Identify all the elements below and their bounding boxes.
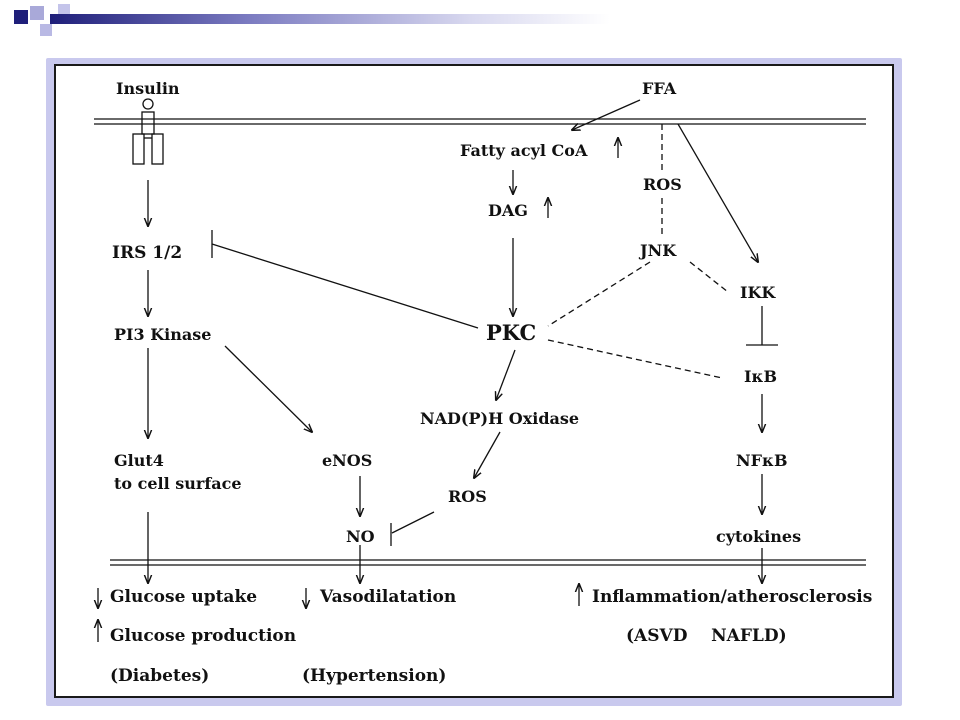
label-glut4: Glut4 [114, 451, 164, 470]
label-ikk: IKK [740, 283, 776, 302]
arrow-nadph-ros [474, 431, 501, 478]
jnk-pkc-dashed [547, 261, 651, 327]
connections [98, 99, 778, 642]
label-pi3-kinase: PI3 Kinase [114, 325, 211, 344]
bottom-membrane [110, 559, 866, 566]
label-no: NO [346, 527, 375, 546]
arrow-ffa-fattyacyl [572, 99, 641, 130]
label-diabetes: (Diabetes) [110, 666, 209, 686]
label-glucose-production: Glucose production [110, 626, 296, 646]
label-ros-top: ROS [643, 175, 682, 194]
label-ikb: IκB [744, 367, 777, 386]
pkc-ikb-dashed [547, 339, 723, 379]
inhibit-pkc-irs [211, 243, 479, 329]
arrow-pkc-nadph [496, 349, 516, 400]
label-insulin: Insulin [116, 79, 180, 98]
corner-square-light-2 [40, 24, 52, 36]
inhibit-ros-no [391, 511, 435, 534]
arrow-ffa-ikk [677, 123, 758, 262]
corner-square-dark [14, 10, 28, 24]
header-gradient-bar [50, 14, 610, 24]
label-enos: eNOS [322, 451, 372, 470]
label-asvd-nafld: (ASVD NAFLD) [626, 626, 787, 646]
label-fatty-acyl-coa: Fatty acyl CoA [460, 141, 588, 160]
label-irs: IRS 1/2 [112, 243, 182, 263]
top-membrane [94, 118, 866, 125]
corner-square-light [30, 6, 44, 20]
label-dag: DAG [488, 201, 528, 220]
label-inflammation: Inflammation/atherosclerosis [592, 587, 872, 607]
label-glut4-surface: to cell surface [114, 474, 242, 493]
label-ros-mid: ROS [448, 487, 487, 506]
label-vasodilatation: Vasodilatation [319, 587, 456, 607]
label-cytokines: cytokines [716, 527, 801, 546]
labels: Insulin FFA Fatty acyl CoA ROS DAG IRS 1… [110, 79, 872, 686]
corner-square-light-3 [58, 4, 70, 16]
figure-panel [54, 64, 894, 698]
label-nadph-oxidase: NAD(P)H Oxidase [420, 409, 579, 428]
insulin-receptor-icon [132, 98, 164, 165]
label-nfkb: NFκB [736, 451, 788, 470]
label-jnk: JNK [638, 241, 677, 260]
jnk-ikk-dashed [689, 261, 729, 293]
label-glucose-uptake: Glucose uptake [110, 587, 257, 607]
label-pkc: PKC [486, 320, 536, 345]
arrow-pi3k-enos [224, 345, 312, 432]
label-hypertension: (Hypertension) [302, 666, 446, 686]
label-ffa: FFA [642, 79, 677, 98]
